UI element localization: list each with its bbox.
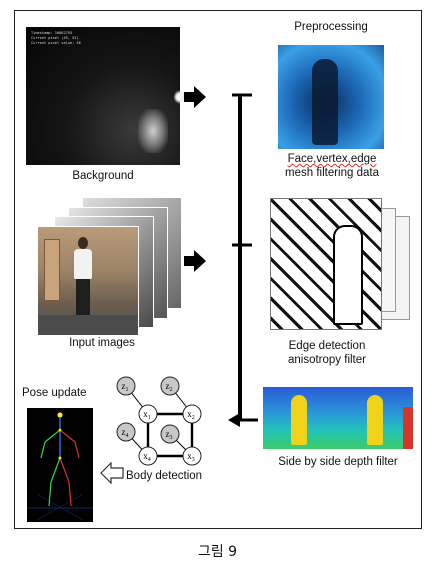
preprocessing-label-line-1: Face,vertex,edge bbox=[287, 153, 377, 165]
floor bbox=[38, 315, 138, 335]
skeleton-figure bbox=[27, 412, 93, 521]
background-bright-spot bbox=[138, 109, 168, 153]
arrow-input-to-bus bbox=[184, 250, 206, 272]
overlay-line-2: Current pixel (49, 52) bbox=[31, 36, 79, 40]
overlay-line-3: Current pixel value: 36 bbox=[31, 41, 81, 45]
person-legs bbox=[76, 279, 90, 321]
depth-image-right bbox=[337, 387, 413, 449]
graph-node-label-x1: x1 bbox=[143, 409, 151, 421]
depth-label: Side by side depth filter bbox=[278, 456, 398, 468]
lamp-glow bbox=[174, 90, 186, 104]
depth-right-person bbox=[367, 395, 383, 445]
skeleton-head bbox=[57, 412, 63, 418]
graph-node-z4 bbox=[116, 422, 136, 442]
pose-update-title: Pose update bbox=[22, 387, 87, 399]
body-detection-graph: z1 z2 x1 x2 z4 z3 x4 x3 bbox=[116, 376, 202, 466]
arrow-right-icon bbox=[184, 86, 206, 108]
person-head bbox=[78, 237, 88, 249]
graph-node-label-z3: z3 bbox=[166, 429, 173, 441]
preprocessing-silhouette bbox=[312, 59, 338, 145]
hollow-arrow-left-icon bbox=[100, 462, 124, 484]
background-overlay-text: Timestamp: 16662755 Current pixel (49, 5… bbox=[31, 31, 81, 46]
graph-node-x4 bbox=[138, 446, 158, 466]
depth-left-person bbox=[291, 395, 307, 445]
graph-node-x1 bbox=[138, 404, 158, 424]
arrow-background-to-bus bbox=[184, 86, 206, 108]
depth-image-left bbox=[263, 387, 337, 449]
graph-node-label-x3: x3 bbox=[187, 451, 195, 463]
background-label: Background bbox=[72, 170, 134, 182]
figure-caption: 그림 9 bbox=[197, 544, 238, 560]
preprocessing-label-2: mesh filtering data bbox=[285, 167, 379, 179]
background-image: Timestamp: 16662755 Current pixel (49, 5… bbox=[26, 27, 180, 165]
input-image-front bbox=[37, 226, 139, 336]
door-frame bbox=[44, 239, 60, 301]
graph-node-label-z4: z4 bbox=[122, 427, 129, 439]
bus-left-arrowhead bbox=[228, 413, 240, 427]
edge-label-1: Edge detection bbox=[288, 340, 366, 352]
overlay-line-1: Timestamp: 16662755 bbox=[31, 31, 73, 35]
graph-node-x2 bbox=[182, 404, 202, 424]
graph-node-label-z2: z2 bbox=[166, 381, 173, 393]
edge-person-silhouette bbox=[333, 225, 363, 325]
preprocessing-label-1: Face,vertex,edge bbox=[262, 152, 402, 166]
preprocessing-image bbox=[278, 45, 384, 149]
graph-node-z1 bbox=[116, 376, 136, 396]
input-images-label: Input images bbox=[69, 337, 135, 349]
arrow-right-icon bbox=[184, 250, 206, 272]
edge-image-front bbox=[270, 198, 382, 330]
graph-node-x3 bbox=[182, 446, 202, 466]
preprocessing-title: Preprocessing bbox=[294, 21, 368, 33]
pose-skeleton-image bbox=[27, 408, 93, 522]
graph-node-label-x2: x2 bbox=[187, 409, 195, 421]
graph-node-label-x4: x4 bbox=[143, 451, 151, 463]
graph-node-z3 bbox=[160, 424, 180, 444]
edge-label-2: anisotropy filter bbox=[288, 354, 366, 366]
graph-node-label-z1: z1 bbox=[122, 381, 129, 393]
body-detection-label: Body detection bbox=[126, 470, 203, 482]
graph-node-z2 bbox=[160, 376, 180, 396]
arrow-body-to-pose bbox=[100, 462, 124, 484]
depth-right-edge bbox=[403, 407, 413, 449]
person-torso bbox=[74, 249, 92, 279]
